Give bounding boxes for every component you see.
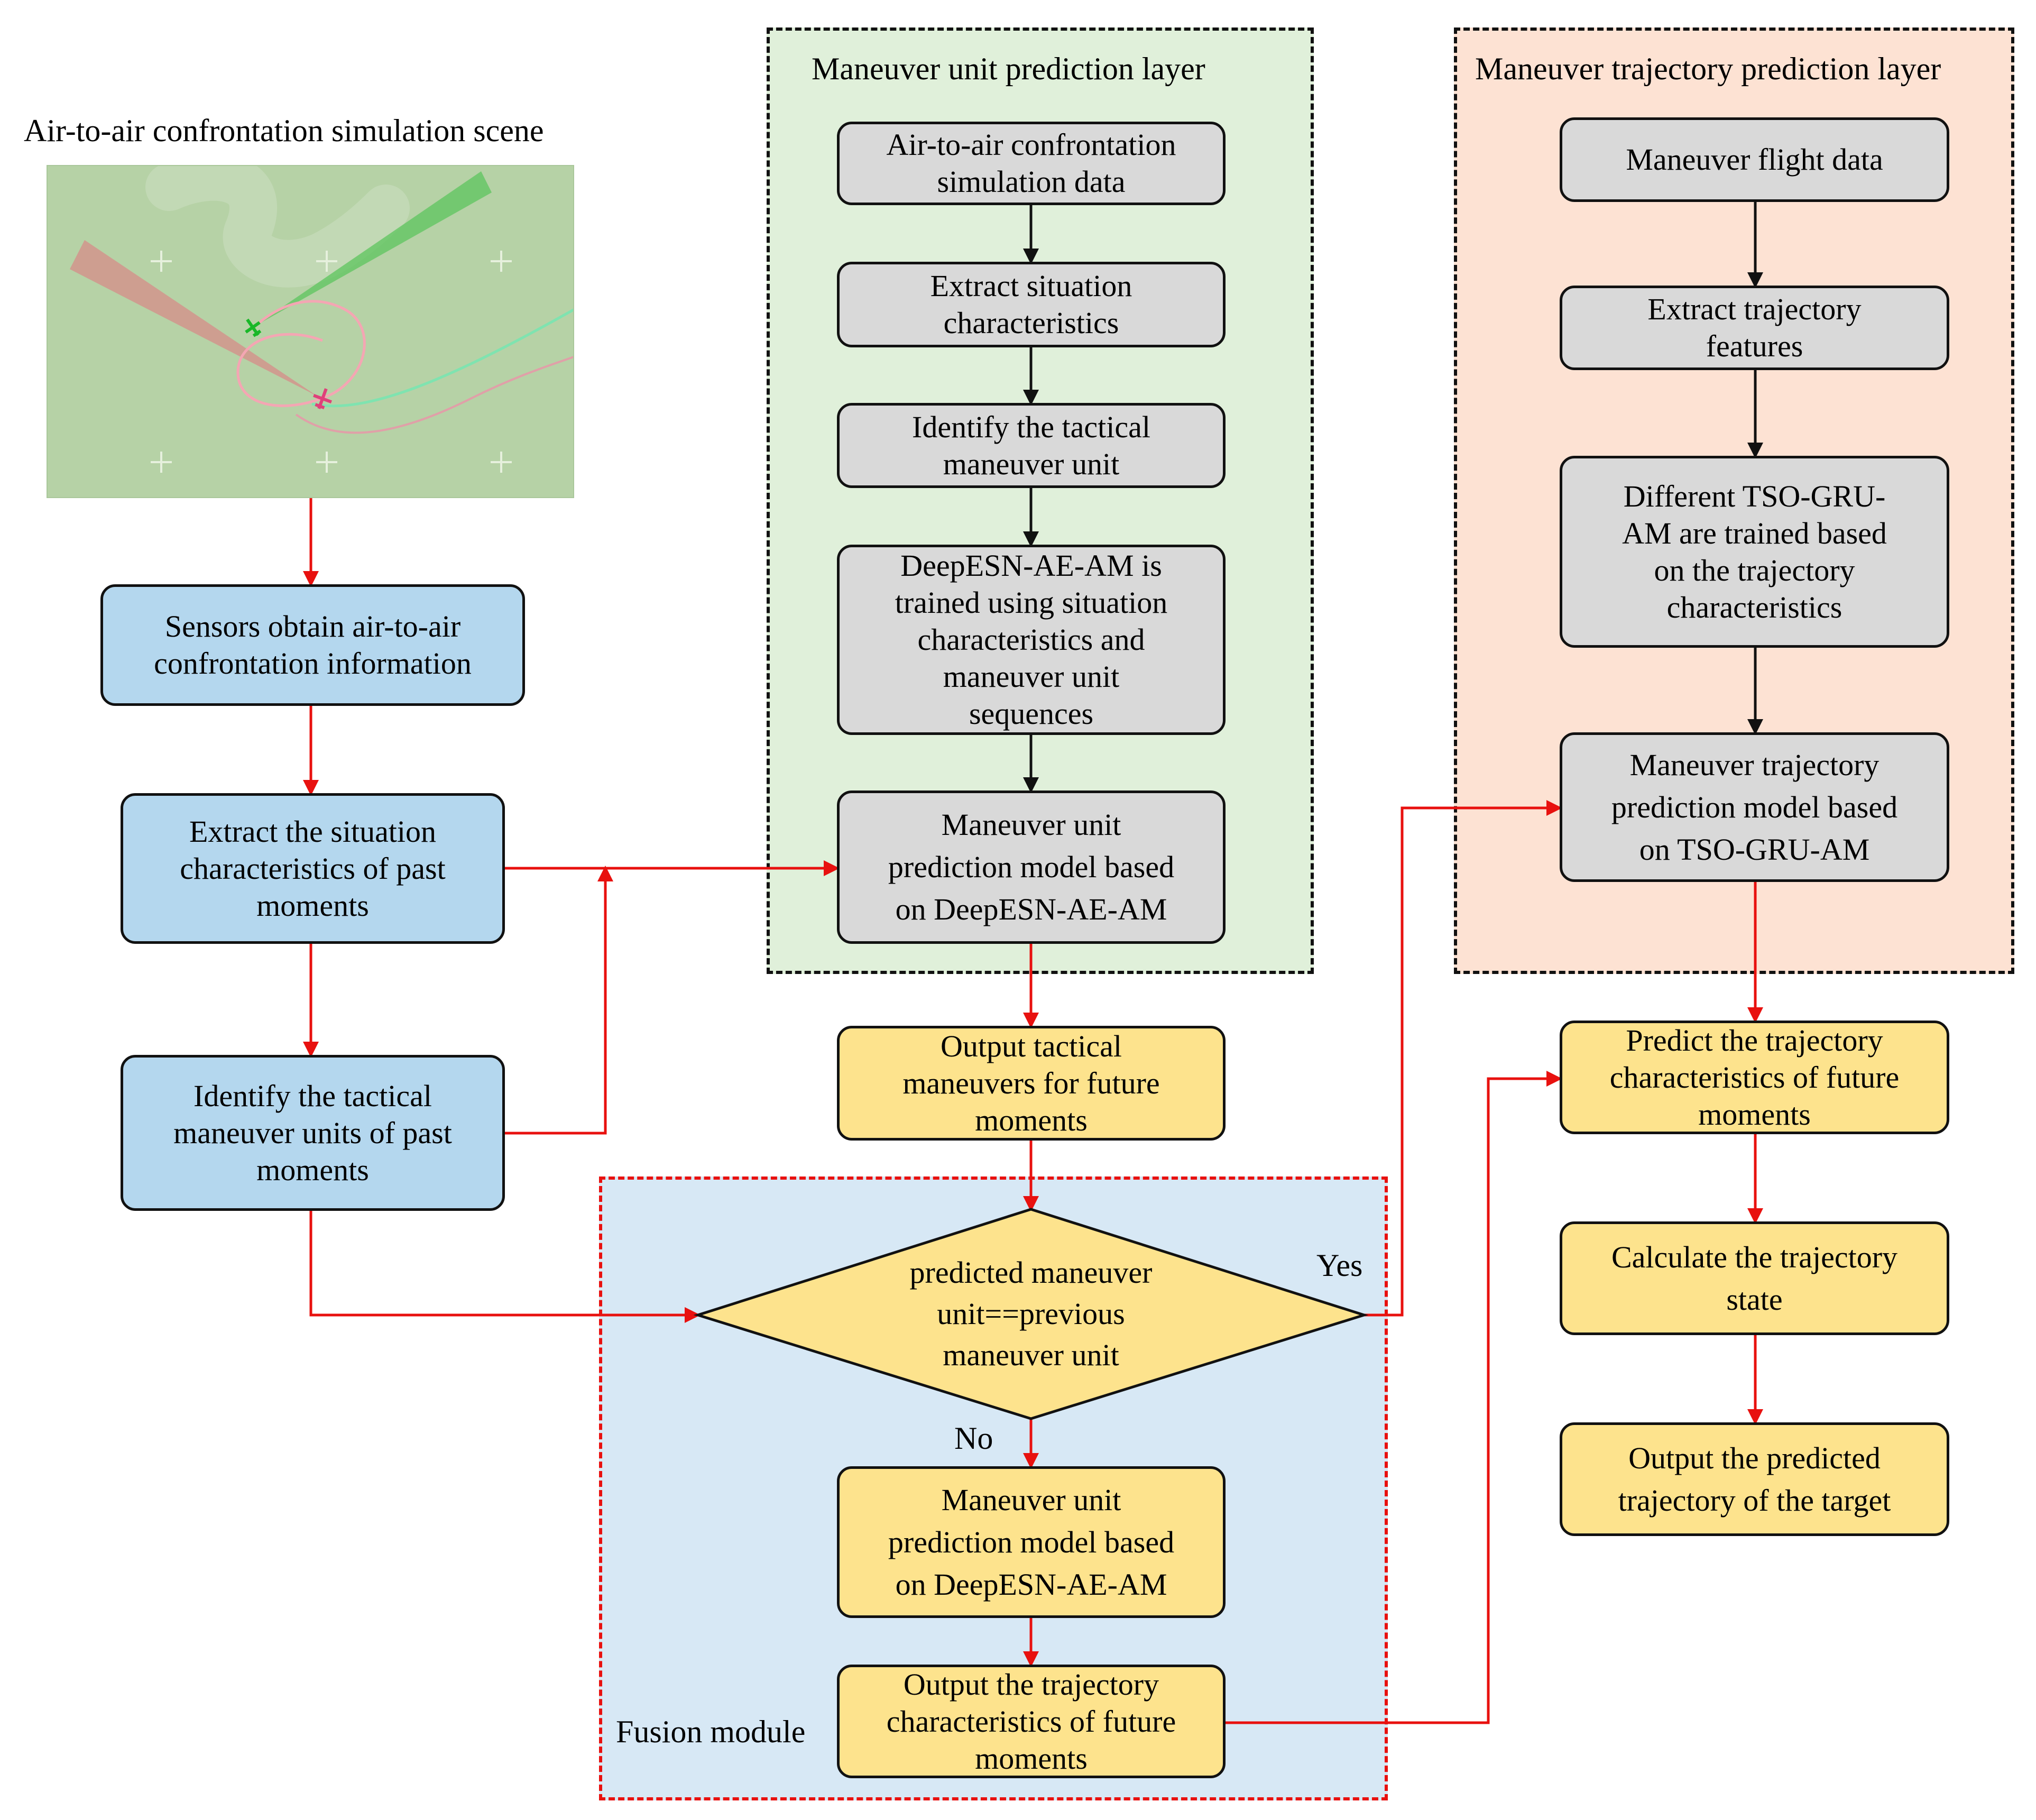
yes-label: Yes (1316, 1248, 1363, 1283)
output-tactical-box: Output tactical maneuvers for future mom… (837, 1026, 1226, 1141)
sensors-box: Sensors obtain air-to-air confrontation … (100, 584, 525, 706)
predict-box: Predict the trajectory characteristics o… (1560, 1021, 1949, 1134)
unit-identify-box: Identify the tactical maneuver unit (837, 403, 1226, 488)
grid-crosshairs (151, 251, 512, 473)
unit-layer-title: Maneuver unit prediction layer (812, 51, 1205, 86)
decision-text: predicted maneuver unit==previous maneuv… (909, 1255, 1153, 1372)
decision-diamond (693, 1208, 1369, 1420)
traj-model-box: Maneuver trajectory prediction model bas… (1560, 732, 1949, 882)
traj-train-box: Different TSO-GRU- AM are trained based … (1560, 456, 1949, 648)
output-predicted-box: Output the predicted trajectory of the t… (1560, 1422, 1949, 1536)
arrow-fusion-output-to-predict (1222, 1071, 1562, 1724)
friendly-aircraft-icon (245, 318, 262, 337)
enemy-radar-cone (70, 240, 317, 396)
unit-train-box: DeepESN-AE-AM is trained using situation… (837, 545, 1226, 735)
scene-illustration (48, 166, 573, 497)
traj-data-box: Maneuver flight data (1560, 117, 1949, 202)
calculate-box: Calculate the trajectory state (1560, 1221, 1949, 1335)
arrow-decision-yes-to-traj-model (1364, 800, 1562, 1317)
enemy-aircraft-icon (313, 388, 332, 409)
traj-extract-box: Extract trajectory features (1560, 286, 1949, 370)
unit-model-box: Maneuver unit prediction model based on … (837, 790, 1226, 944)
fusion-module-title: Fusion module (616, 1714, 806, 1749)
unit-extract-box: Extract situation characteristics (837, 262, 1226, 347)
arrow-identify-past-to-decision (309, 1211, 701, 1323)
arrow-identify-past-to-unit-model (503, 866, 613, 1135)
friendly-radar-cone (253, 171, 492, 327)
no-label: No (954, 1421, 993, 1456)
identify-past-box: Identify the tactical maneuver units of … (121, 1055, 505, 1211)
fusion-model-box: Maneuver unit prediction model based on … (837, 1466, 1226, 1618)
extract-past-box: Extract the situation characteristics of… (121, 793, 505, 944)
unit-data-box: Air-to-air confrontation simulation data (837, 122, 1226, 205)
simulation-scene-image (47, 165, 574, 498)
scene-title: Air-to-air confrontation simulation scen… (24, 113, 544, 148)
fusion-output-box: Output the trajectory characteristics of… (837, 1665, 1226, 1778)
trajectory-layer-title: Maneuver trajectory prediction layer (1475, 51, 1941, 86)
